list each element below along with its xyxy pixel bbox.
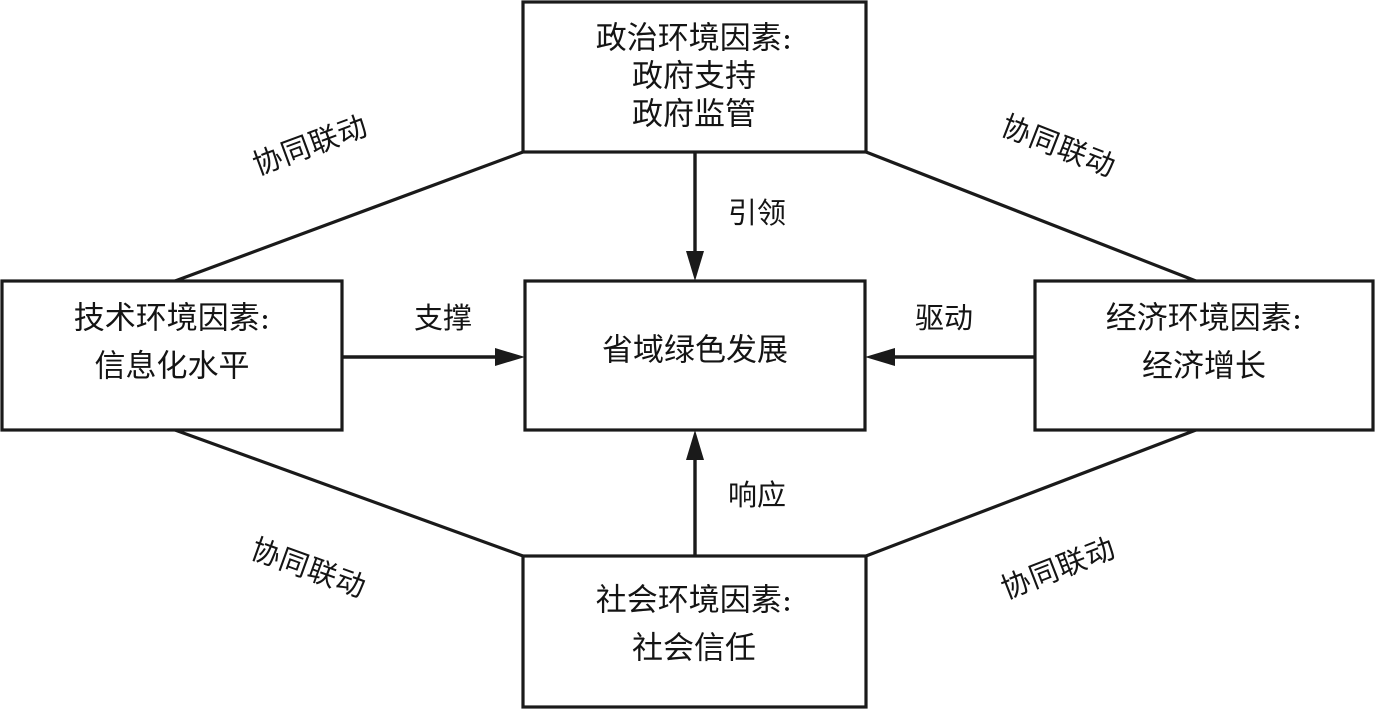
node-political[interactable]: 政治环境因素: 政府支持 政府监管: [521, 0, 868, 154]
label-political-to-core: 引领: [728, 196, 786, 230]
label-technology-social: 协同联动: [246, 532, 370, 605]
connector-technology-social: [174, 428, 524, 558]
node-core[interactable]: 省域绿色发展: [523, 279, 867, 432]
label-social-to-core: 响应: [728, 478, 786, 512]
arrow-head-social-to-core: [686, 430, 704, 460]
connector-political-economic: [865, 150, 1197, 283]
node-technology[interactable]: 技术环境因素: 信息化水平: [0, 279, 344, 432]
node-economic[interactable]: 经济环境因素: 经济增长: [1033, 279, 1375, 432]
node-technology-line1: 技术环境因素:: [74, 301, 270, 337]
label-technology-to-core: 支撑: [414, 301, 472, 335]
node-political-line3: 政府监管: [632, 97, 756, 133]
node-technology-line2: 信息化水平: [95, 349, 250, 385]
node-political-box[interactable]: [521, 0, 868, 154]
node-technology-box[interactable]: [0, 279, 344, 432]
label-political-economic: 协同联动: [997, 108, 1121, 183]
label-economic-to-core: 驱动: [915, 301, 973, 335]
node-political-line2: 政府支持: [632, 59, 756, 95]
node-economic-box[interactable]: [1033, 279, 1375, 432]
connector-technology-political: [174, 150, 524, 283]
connector-economic-social: [865, 428, 1197, 558]
node-social-box[interactable]: [521, 554, 868, 709]
label-technology-political: 协同联动: [248, 108, 372, 182]
node-economic-line2: 经济增长: [1142, 349, 1266, 385]
node-core-line1: 省域绿色发展: [602, 333, 788, 369]
node-political-line1: 政治环境因素:: [596, 21, 792, 57]
node-social-line1: 社会环境因素:: [596, 583, 792, 619]
arrow-head-political-to-core: [686, 251, 704, 281]
node-economic-line1: 经济环境因素:: [1106, 301, 1302, 337]
node-social[interactable]: 社会环境因素: 社会信任: [521, 554, 868, 709]
label-economic-social: 协同联动: [996, 530, 1120, 605]
arrow-head-economic-to-core: [865, 348, 895, 366]
arrow-head-technology-to-core: [495, 348, 525, 366]
node-core-box[interactable]: [523, 279, 867, 432]
node-social-line2: 社会信任: [632, 631, 756, 667]
